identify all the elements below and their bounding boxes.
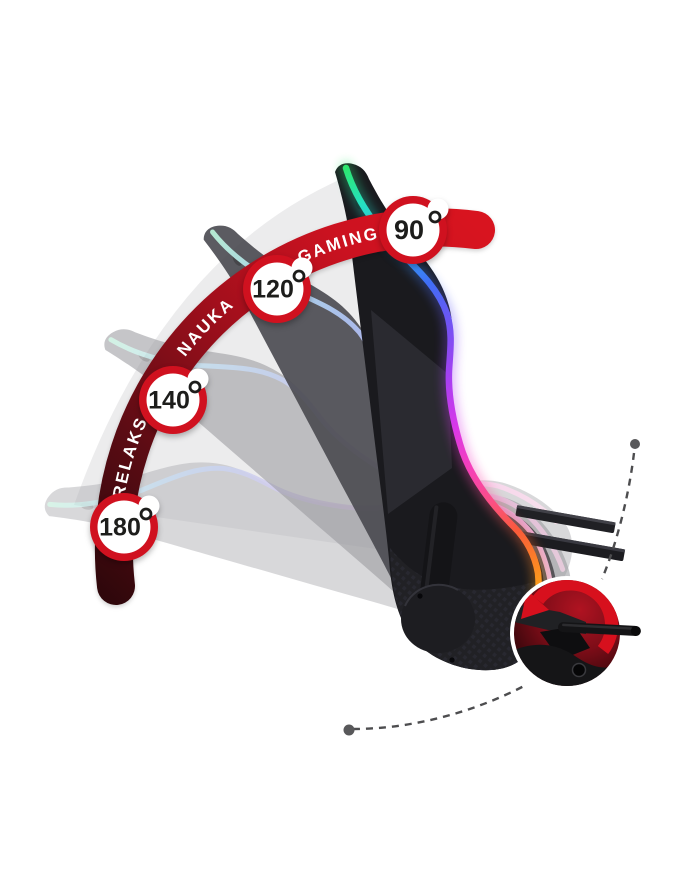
rotate-arrow-head [521, 590, 549, 619]
bracket-strap-highlight [421, 505, 439, 613]
badge-face [386, 203, 440, 257]
degree-symbol-icon [188, 380, 202, 394]
degree-symbol-icon [428, 210, 442, 224]
rail-lower-highlight [516, 530, 626, 553]
badge-face [250, 262, 304, 316]
guide-dot-bottom [343, 724, 355, 736]
degree-bump [187, 368, 209, 390]
mount-rails [515, 505, 626, 562]
rail-upper [515, 505, 616, 533]
angle-badge-140: 140 [139, 366, 209, 434]
rail-upper-highlight [516, 505, 616, 526]
bracket-screw-top [417, 593, 423, 599]
backrest-facet-highlight [371, 310, 452, 514]
lever-rod-highlight [562, 623, 633, 630]
badge-face [146, 373, 200, 427]
mechanism-wedge [540, 626, 590, 660]
bracket-disc [401, 585, 475, 653]
degree-bump [138, 495, 160, 517]
rail-lower [515, 530, 625, 562]
bracket-disc-highlight [404, 583, 459, 607]
recline-mechanism-detail [510, 576, 641, 690]
angle-badge-180: 180 [90, 493, 160, 561]
recline-lever [557, 622, 641, 636]
badge-value: 120 [252, 276, 294, 304]
bracket-screw-bottom [449, 657, 455, 663]
degree-symbol-icon [139, 507, 153, 521]
dashed-guide-line-bottom [352, 684, 525, 731]
badge-value: 140 [148, 387, 190, 415]
dashed-guide-line-top [600, 452, 636, 580]
guide-dot-top [630, 439, 640, 449]
degree-bump [427, 198, 449, 220]
badge-value: 90 [394, 215, 424, 245]
degree-symbol-icon [292, 269, 306, 283]
main-chair [335, 163, 626, 671]
badge-value: 180 [99, 514, 141, 542]
angle-badge-120: 120 [243, 255, 313, 323]
angle-badge-90: 90 [379, 196, 449, 264]
badge-face [97, 500, 151, 554]
degree-bump [291, 257, 313, 279]
mechanism-bolt-hole [571, 662, 587, 678]
lever-end-cap [630, 625, 641, 636]
